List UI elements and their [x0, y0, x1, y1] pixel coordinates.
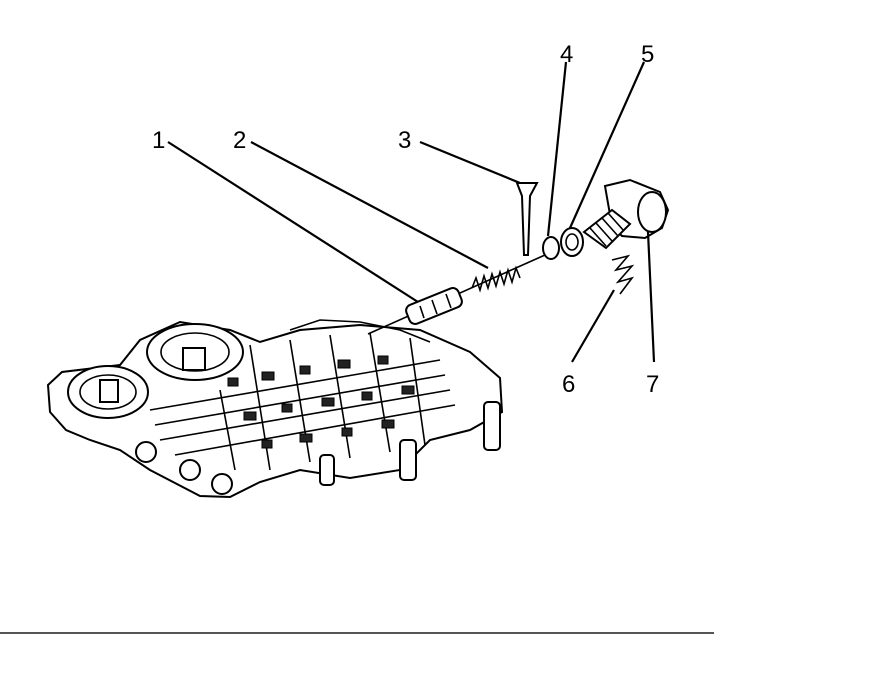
leader-line-4: [546, 61, 568, 237]
o-ring-large-part: [560, 227, 584, 257]
leader-line-5: [568, 61, 646, 229]
leader-line-7: [646, 231, 656, 363]
leader-line-1: [167, 141, 419, 303]
valve-body: [46, 319, 504, 499]
retaining-pin-part: [515, 182, 539, 256]
callout-3: 3: [398, 127, 411, 154]
callout-2: 2: [233, 127, 246, 154]
bottom-divider: [0, 632, 714, 634]
callout-6: 6: [562, 371, 575, 398]
valve-part: [405, 287, 463, 325]
o-ring-small-part: [542, 236, 560, 260]
callout-4: 4: [560, 41, 573, 68]
callout-5: 5: [641, 41, 654, 68]
solenoid-part: [582, 178, 670, 250]
leader-line-6: [571, 289, 615, 363]
callout-7: 7: [646, 371, 659, 398]
retaining-clip-part: [611, 254, 635, 295]
spring-part: [471, 265, 521, 293]
callout-1: 1: [152, 127, 165, 154]
leader-line-2: [250, 141, 489, 269]
leader-lines: [167, 61, 656, 363]
leader-line-3: [419, 140, 521, 185]
